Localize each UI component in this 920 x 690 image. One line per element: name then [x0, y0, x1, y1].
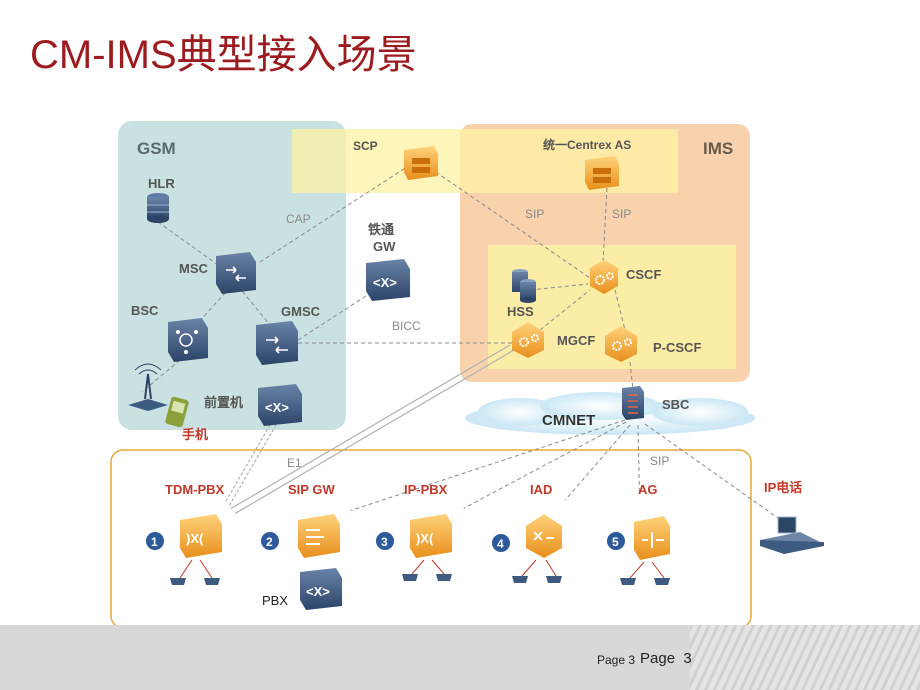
sbc-firewall-icon — [622, 386, 644, 420]
pbx-label: PBX — [262, 593, 288, 608]
scenario-5-label: AG — [638, 482, 658, 497]
railway-gw-label-line1: 铁通 — [367, 222, 394, 237]
svg-text:<X>: <X> — [265, 400, 289, 415]
svg-text:<X>: <X> — [373, 275, 397, 290]
hss-database-icon — [512, 269, 536, 303]
scenario-4: 4 IAD — [488, 482, 592, 597]
railway-gateway-icon: <X> — [366, 259, 410, 301]
msc-label: MSC — [179, 261, 209, 276]
gsm-label: GSM — [137, 139, 176, 158]
scenario-1-label: TDM-PBX — [165, 482, 225, 497]
cap-link-label: CAP — [286, 212, 311, 226]
bicc-link-label: BICC — [392, 319, 421, 333]
gmsc-switch-icon — [256, 321, 298, 365]
pcscf-label: P-CSCF — [653, 340, 701, 355]
ims-label: IMS — [703, 139, 733, 158]
ip-phone-label: IP电话 — [764, 480, 802, 495]
cscf-gear-icon — [590, 260, 618, 294]
cmnet-cloud — [465, 392, 755, 435]
bsc-label: BSC — [131, 303, 159, 318]
footer-stripes — [690, 625, 920, 690]
scenario-1: )X( 1 TDM-PBX — [140, 482, 244, 595]
msc-switch-icon — [216, 252, 256, 294]
sbc-label: SBC — [662, 397, 690, 412]
mgcf-gear-icon — [512, 322, 544, 358]
sip-link-label-bottom: SIP — [650, 454, 669, 468]
scenario-2-number: 2 — [266, 535, 273, 549]
e1-link-label-top: E1 — [287, 456, 302, 470]
cscf-label: CSCF — [626, 267, 661, 282]
scp-label: SCP — [353, 139, 378, 153]
svg-text:<X>: <X> — [306, 584, 330, 599]
access-zone — [110, 449, 752, 625]
page-title: CM-IMS典型接入场景 — [30, 33, 417, 77]
centrex-label: 统一Centrex AS — [543, 137, 631, 152]
base-station-tower-icon — [128, 363, 168, 411]
front-unit-gateway-icon: <X> — [258, 384, 302, 426]
gmsc-label: GMSC — [281, 304, 321, 319]
svg-text:)X(: )X( — [186, 531, 204, 546]
handset-phone-icon — [165, 396, 189, 428]
footer-band — [0, 625, 920, 690]
svg-text:)X(: )X( — [416, 531, 434, 546]
network-diagram: GSM IMS CMNET CAP SIP SIP BICC E1 E1 SIP… — [110, 121, 824, 625]
scenario-3-number: 3 — [381, 535, 388, 549]
sip-link-label-right: SIP — [612, 207, 631, 221]
page-number: Page 3 — [640, 650, 692, 667]
railway-gw-label-line2: GW — [373, 239, 396, 254]
pcscf-gear-icon — [605, 326, 637, 362]
scenario-4-number: 4 — [497, 537, 504, 551]
sip-link-label-left: SIP — [525, 207, 544, 221]
scenario-2: <X> 2 SIP GW PBX — [258, 482, 362, 610]
scenario-3-label: IP-PBX — [404, 482, 448, 497]
mgcf-label: MGCF — [557, 333, 595, 348]
scenario-4-label: IAD — [530, 482, 552, 497]
hlr-database-icon — [147, 193, 169, 223]
handset-label: 手机 — [182, 427, 208, 442]
front-unit-label: 前置机 — [204, 395, 243, 410]
scenario-2-label: SIP GW — [288, 482, 335, 497]
scenario-1-number: 1 — [151, 535, 158, 549]
cmnet-label: CMNET — [542, 412, 595, 429]
scenario-5: 5 AG — [596, 482, 700, 595]
scenario-5-number: 5 — [612, 535, 619, 549]
page-number-small: Page 3 — [597, 653, 636, 667]
centrex-server-icon — [585, 156, 619, 190]
bsc-hub-icon — [168, 318, 208, 362]
scenario-3: )X( 3 IP-PBX — [373, 482, 477, 595]
hlr-label: HLR — [148, 176, 175, 191]
scp-server-icon — [404, 146, 438, 180]
hss-label: HSS — [507, 304, 534, 319]
ip-phone-icon — [760, 516, 824, 554]
